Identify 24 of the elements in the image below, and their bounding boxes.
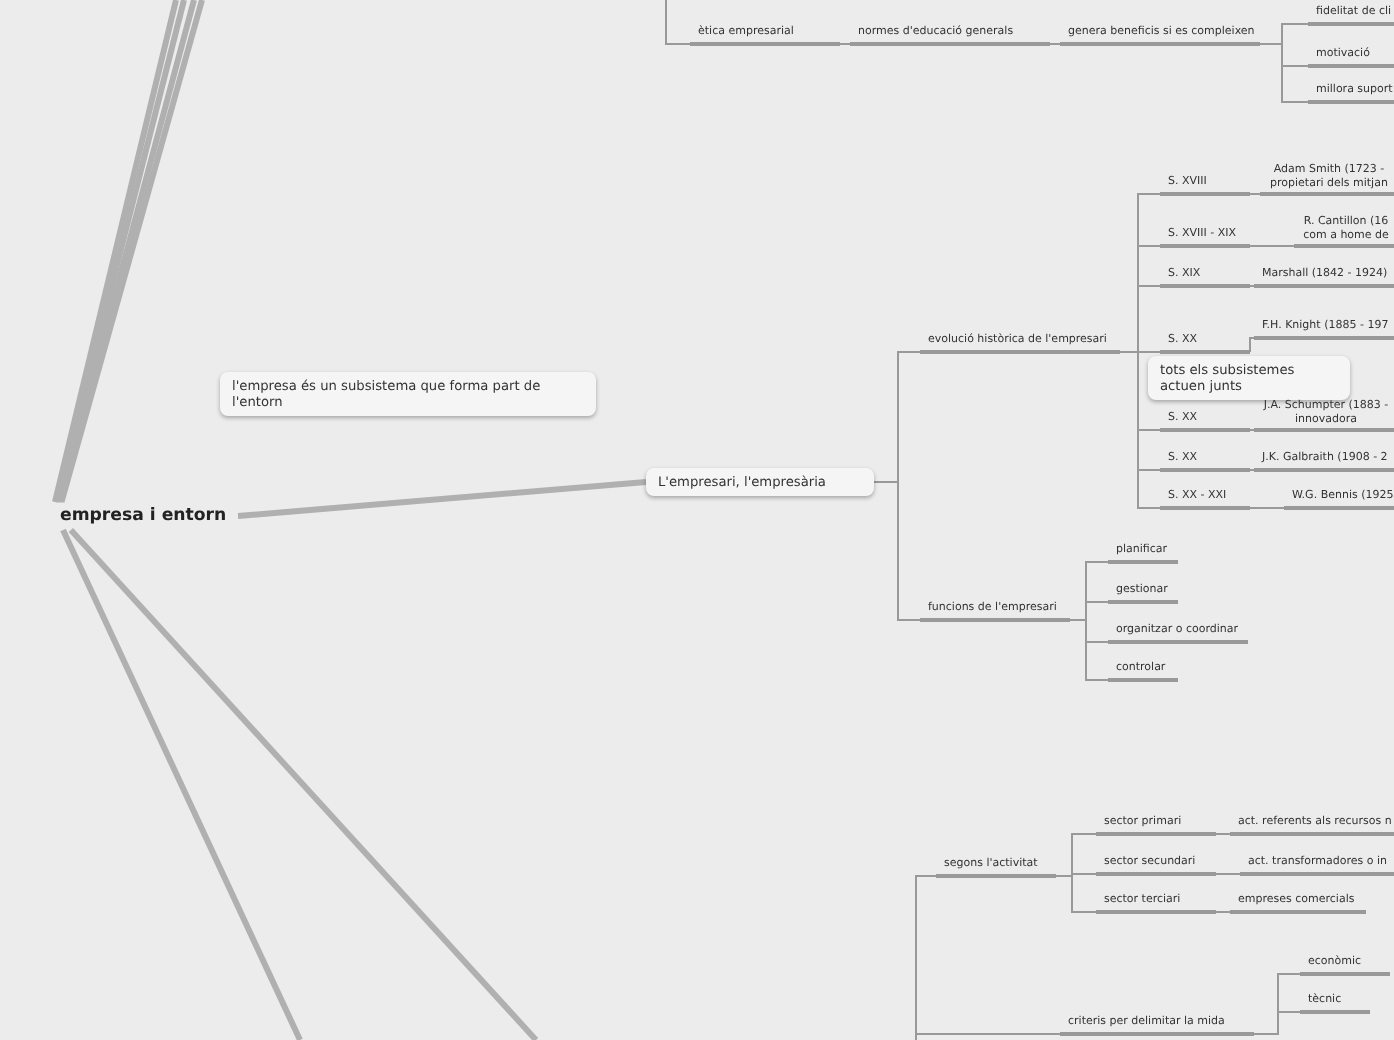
connector-line <box>237 479 647 519</box>
connector-line <box>1215 833 1231 835</box>
connector-line <box>60 528 303 1040</box>
connector-line <box>1259 43 1309 103</box>
central-topic: empresa i entorn <box>56 502 231 530</box>
connector-line <box>873 481 921 621</box>
connector-line <box>1249 245 1295 247</box>
connector-line <box>1249 469 1255 471</box>
connector-line <box>1253 1011 1301 1035</box>
connector-line <box>1249 337 1255 353</box>
connector-line <box>665 0 691 45</box>
connector-line <box>1215 873 1241 875</box>
connector-line <box>1055 875 1097 913</box>
connector-line <box>68 528 539 1040</box>
connector-line <box>1069 619 1109 681</box>
connector-line <box>1049 43 1061 45</box>
connector-line <box>1249 285 1255 287</box>
connector-line <box>1249 193 1261 195</box>
connector-line <box>1249 507 1285 509</box>
connector-line <box>1249 429 1255 431</box>
connector-line <box>1119 351 1161 509</box>
connector-line <box>915 1033 1061 1040</box>
connector-line <box>1215 911 1231 913</box>
connector-line <box>839 43 851 45</box>
